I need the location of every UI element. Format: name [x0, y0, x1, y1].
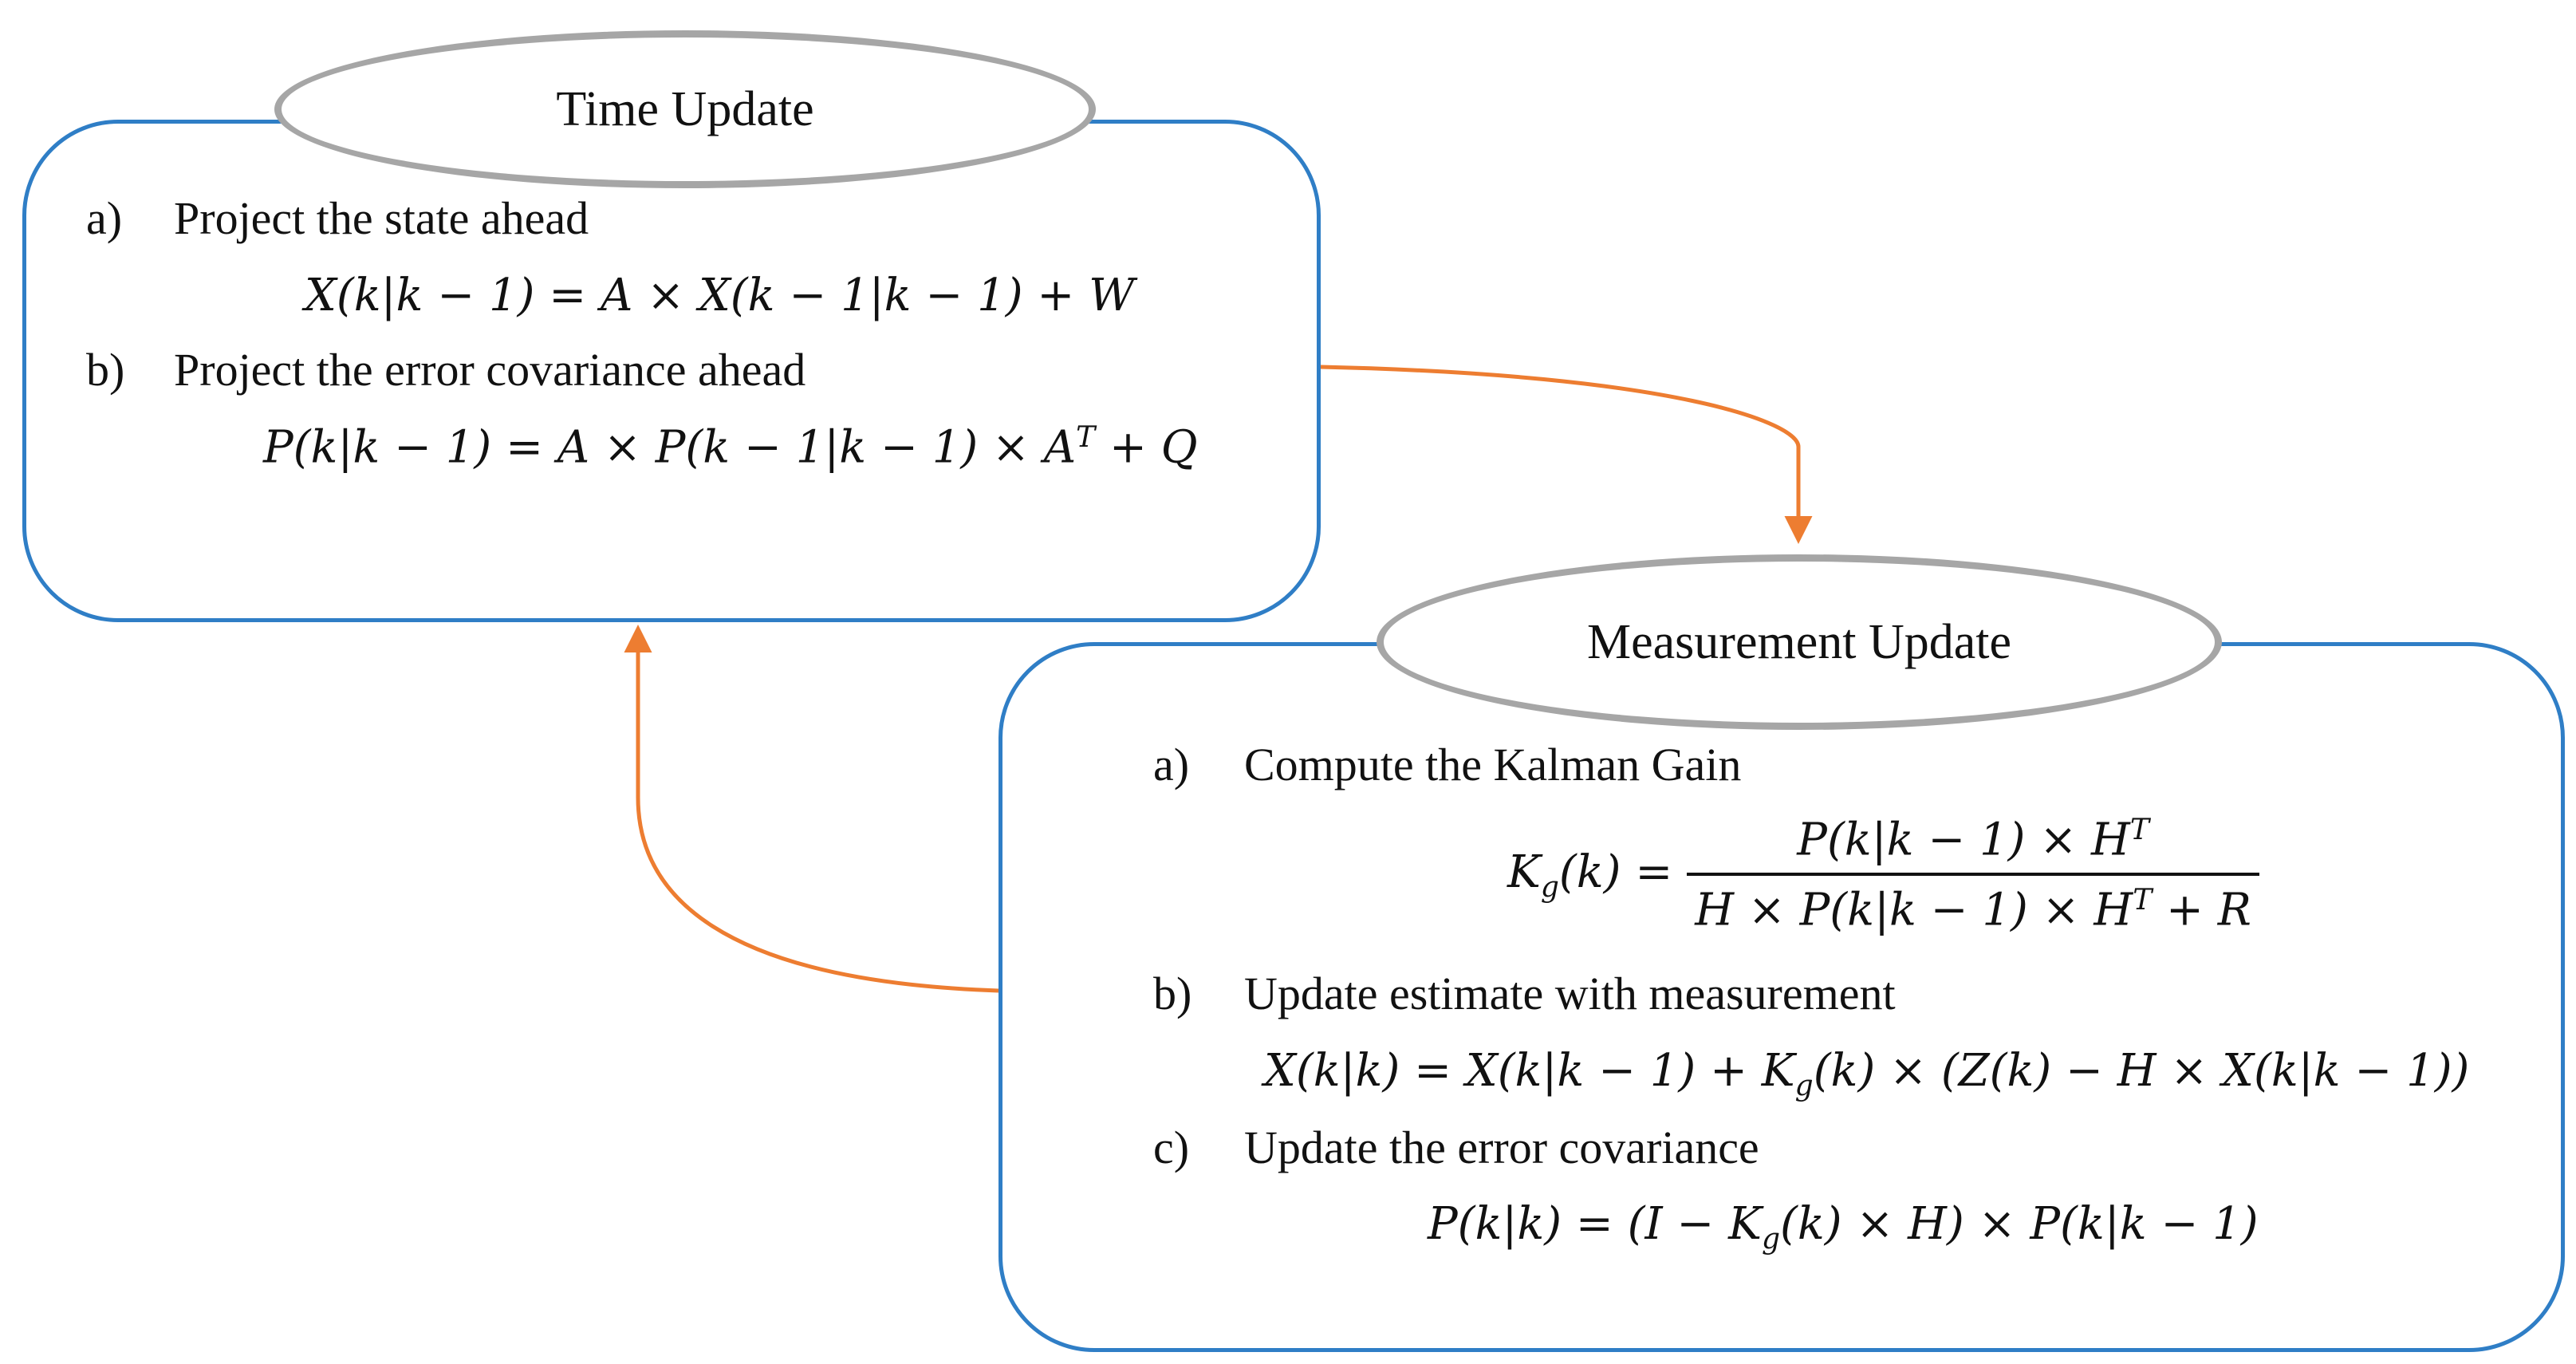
meas-step-c-equation: P(k|k) = (I − Kg(k) × H) × P(k|k − 1): [1428, 1198, 2259, 1256]
meas-step-b-equation: X(k|k) = X(k|k − 1) + Kg(k) × (Z(k) − H …: [1264, 1045, 2470, 1103]
time-step-a-equation: X(k|k − 1) = A × X(k − 1|k − 1) + W: [305, 270, 1135, 321]
meas-step-c-label: Update the error covariance: [1244, 1122, 1759, 1173]
measurement-update-box: [998, 642, 2565, 1352]
arrow-measurement-to-time: [624, 625, 999, 993]
kalman-gain-lhs: Kg(k) =: [1507, 846, 1673, 904]
kalman-gain-denominator: H × P(k|k − 1) × HT + R: [1695, 883, 2251, 936]
time-update-title: Time Update: [274, 30, 1096, 188]
meas-step-b-label: Update estimate with measurement: [1244, 968, 1896, 1019]
meas-step-b-marker: b): [1153, 968, 1192, 1019]
meas-step-c-marker: c): [1153, 1122, 1190, 1173]
meas-step-a-marker: a): [1153, 739, 1190, 790]
fraction-bar: [1687, 872, 2259, 876]
measurement-update-title: Measurement Update: [1377, 554, 2222, 730]
measurement-update-title-text: Measurement Update: [1587, 614, 2011, 669]
time-step-b-equation: P(k|k − 1) = A × P(k − 1|k − 1) × AT + Q: [263, 421, 1198, 474]
time-step-b-label: Project the error covariance ahead: [174, 344, 806, 396]
time-step-a-label: Project the state ahead: [174, 192, 589, 244]
kalman-gain-numerator: P(k|k − 1) × HT: [1797, 814, 2149, 866]
kalman-gain-equation: Kg(k) = P(k|k − 1) × HT H × P(k|k − 1) ×…: [1507, 814, 2259, 936]
time-step-a-marker: a): [86, 192, 123, 244]
time-step-b-marker: b): [86, 344, 125, 396]
arrow-time-to-measurement: [1320, 365, 1813, 544]
meas-step-a-label: Compute the Kalman Gain: [1244, 739, 1742, 790]
time-update-title-text: Time Update: [556, 81, 814, 136]
